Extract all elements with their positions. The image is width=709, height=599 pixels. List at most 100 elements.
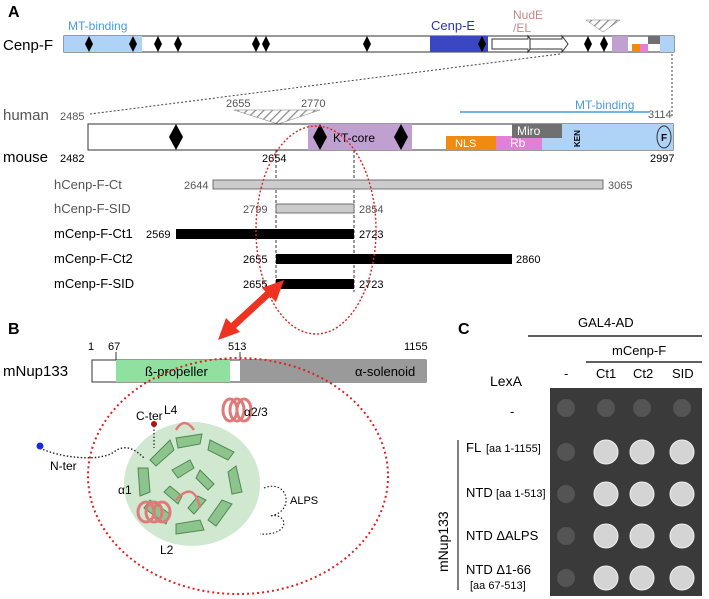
hatch-start: 2655: [226, 98, 250, 110]
construct-start-4: 2655: [243, 254, 267, 266]
propeller-domain: [116, 360, 230, 382]
construct-end-4: 2860: [516, 254, 540, 266]
yeast-spot-r5-c1: [557, 569, 575, 587]
n-ter-label: N-ter: [50, 459, 77, 473]
yeast-spot-r5-c2: [593, 565, 619, 591]
pos-67: 67: [108, 341, 120, 353]
alps-loop: [259, 485, 287, 535]
mnup-label: mNup133: [435, 511, 451, 572]
row-label-5: NTD Δ1-66: [466, 562, 531, 577]
link-arrow-shaft: [229, 289, 273, 330]
nls-label: NLS: [455, 138, 476, 150]
construct-end-2: 2854: [359, 204, 383, 216]
link-arrow-head-2: [218, 318, 240, 340]
mt-binding-mini: [660, 36, 674, 52]
yeast-spot-r2-c2: [593, 439, 619, 465]
yeast-spot-r4-c2: [593, 523, 619, 549]
hatch-mini: [585, 19, 621, 33]
highlight-ellipse-b: [87, 357, 389, 595]
construct-bar-2: [275, 203, 355, 214]
hatch-end: 2770: [301, 98, 325, 110]
pos-1: 1: [88, 341, 94, 353]
zoom-diamonds: [169, 124, 408, 150]
gal4-label: GAL4-AD: [578, 315, 634, 330]
panel-label-c: C: [458, 321, 470, 338]
zoom-line-left: [89, 53, 561, 115]
zoom-mt-binding-label: MT-binding: [575, 98, 634, 112]
yeast-spot-r3-c1: [557, 485, 575, 503]
n-ter-tail: [39, 447, 145, 459]
construct-end-1: 3065: [608, 180, 632, 192]
col-header-1: -: [564, 366, 568, 381]
propeller-structure: [124, 422, 260, 546]
c-ter-dot: [151, 421, 157, 427]
panel-label-b: B: [8, 321, 20, 338]
yeast-spot-r3-c2: [593, 481, 619, 507]
propeller-label: ß-propeller: [145, 364, 209, 379]
a1-label: α1: [118, 483, 132, 497]
solenoid-domain: [240, 360, 426, 382]
mnup133-label: mNup133: [3, 363, 68, 380]
miro-mini: [648, 36, 660, 44]
loop-l4: [174, 421, 196, 431]
row-label-1: -: [510, 404, 514, 419]
pos-1155: 1155: [404, 341, 428, 353]
loop-l2: [175, 490, 202, 509]
yeast-spot-r5-c3: [629, 565, 655, 591]
construct-end-3: 2723: [359, 229, 383, 241]
yeast-spot-r1-c2: [597, 399, 615, 417]
yeast-spot-r1-c4: [673, 399, 691, 417]
yeast-spot-r1-c1: [557, 399, 575, 417]
yeast-spot-r1-c3: [633, 399, 651, 417]
row-label-4: NTD ΔALPS: [466, 528, 539, 543]
nls-mini: [632, 44, 640, 52]
construct-bar-4: [276, 254, 512, 264]
rb-label: Rb: [510, 136, 526, 150]
helix-a23: [221, 397, 253, 423]
human-start: 2485: [60, 111, 84, 123]
mouse-mid: 2654: [262, 153, 286, 165]
yeast-spot-r5-c4: [669, 565, 695, 591]
rb-domain: [496, 136, 542, 150]
construct-bar-1: [212, 179, 604, 190]
mt-binding-domain-n: [64, 36, 142, 52]
kt-core-label: KT-core: [333, 131, 375, 145]
yeast-spots: [557, 399, 695, 591]
human-label: human: [3, 107, 49, 124]
panel-label-a: A: [8, 4, 20, 21]
mouse-label: mouse: [3, 149, 48, 166]
human-end: 3114: [648, 109, 672, 121]
nude-label-2: /EL: [513, 21, 531, 35]
c-ter-label: C-ter: [136, 409, 163, 423]
lexa-label: LexA: [490, 373, 523, 389]
yeast-spot-r2-c3: [629, 439, 655, 465]
col-header-2: Ct1: [596, 366, 616, 381]
nls-domain: [446, 136, 496, 150]
hatch-region: [233, 109, 321, 125]
construct-name-3: mCenp-F-Ct1: [54, 226, 133, 241]
solenoid-label: α-solenoid: [355, 364, 415, 379]
mouse-end: 2997: [650, 153, 674, 165]
construct-start-2: 2799: [243, 204, 267, 216]
rb-mini: [640, 44, 648, 52]
construct-name-1: hCenp-F-Ct: [54, 177, 122, 192]
f-motif: [656, 125, 672, 149]
f-label: F: [661, 133, 667, 144]
construct-name-4: mCenp-F-Ct2: [54, 251, 133, 266]
nude-arrow-2: [529, 34, 569, 54]
pos-513: 513: [228, 341, 246, 353]
link-arrow-head-1: [262, 280, 284, 302]
helix-a1: [136, 500, 172, 524]
construct-name-5: mCenp-F-SID: [54, 276, 134, 291]
row-sub-2: [aa 1-1155]: [486, 443, 541, 455]
construct-end-5: 2723: [359, 279, 383, 291]
construct-bar-5: [276, 279, 354, 289]
kt-core-mini: [612, 36, 628, 52]
construct-bar-3: [176, 229, 354, 239]
mt-binding-label-n: MT-binding: [68, 19, 127, 33]
construct-start-1: 2644: [184, 180, 208, 192]
row-sub-5: [aa 67-513]: [470, 580, 526, 592]
cenp-f-diamonds: [85, 36, 608, 52]
ken-label: KEN: [573, 130, 582, 147]
